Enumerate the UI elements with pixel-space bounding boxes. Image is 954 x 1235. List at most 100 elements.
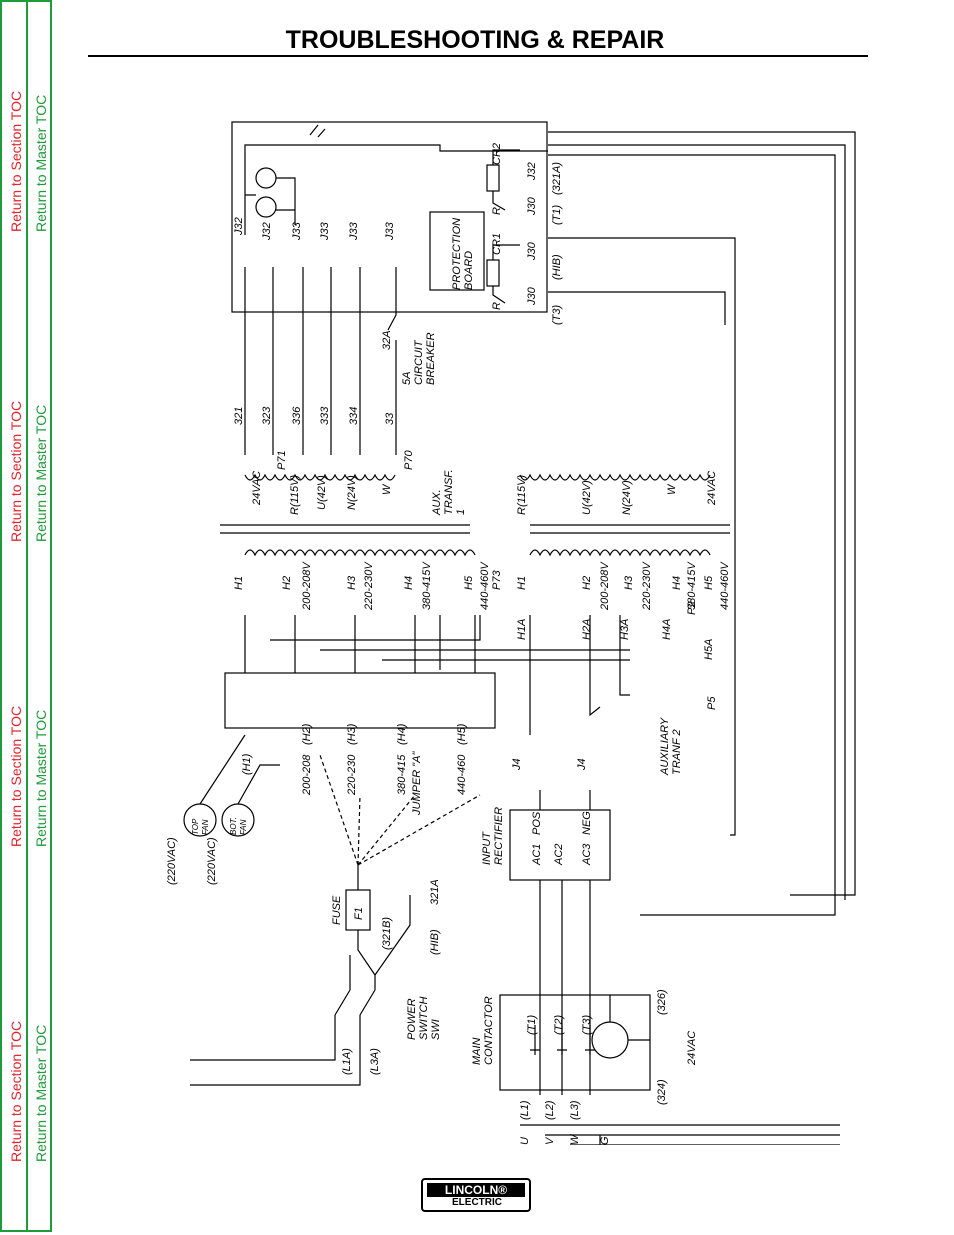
line-l1: (L1) [519, 1100, 531, 1120]
rectifier-ac3: AC3 [581, 843, 593, 866]
power-switch-label-2: SWITCH [418, 997, 430, 1040]
tap-h1: (H1) [241, 753, 253, 775]
aux2-v440: 440-460V [719, 561, 731, 610]
tap-h3: (H3) [346, 723, 358, 745]
wire-right-1 [548, 131, 856, 896]
top-fan-label-2: FAN [201, 819, 210, 835]
return-master-toc-link-3[interactable]: Return to Master TOC [33, 709, 49, 847]
contactor-label-2: CONTACTOR [483, 996, 495, 1065]
pin-j33-4: J33 [348, 221, 360, 241]
wire-326: (326) [656, 989, 668, 1015]
plug-p70: P70 [403, 450, 415, 470]
return-section-toc-link-2[interactable]: Return to Section TOC [8, 400, 24, 542]
rectifier-ac1: AC1 [531, 844, 543, 866]
aux1-label: AUX. [431, 489, 443, 516]
pin-j4-b: J4 [576, 758, 588, 771]
fuse-label: FUSE [331, 895, 343, 925]
bottom-fan-voltage: (220VAC) [206, 837, 218, 885]
wire-t3-label: (T3) [551, 305, 563, 326]
pin-j32-c: J32 [526, 162, 538, 181]
aux2-label: AUXILIARY [659, 717, 671, 776]
logo-bottom-text: ELECTRIC [452, 1197, 502, 1208]
line-v: V [544, 1136, 556, 1145]
aux2-n24: N(24V) [621, 480, 633, 515]
top-fan [183, 803, 217, 837]
contactor-t1: (T1) [526, 1015, 538, 1036]
aux1-label-3: 1 [455, 509, 467, 515]
bottom-fan-label: BOT. [229, 817, 238, 835]
aux2-h4a: H4A [661, 619, 673, 640]
wire-t1-label: (T1) [551, 205, 563, 226]
relay-r2-label: R [491, 207, 503, 215]
breaker-wire-label: 32A [381, 330, 393, 350]
aux2-r115: R(115V) [516, 475, 528, 515]
relay-cr2 [486, 164, 500, 192]
pin-j30-b: J30 [526, 241, 538, 261]
aux1-24vac: 24VAC [251, 471, 263, 506]
aux2-v220: 220-230V [641, 561, 653, 611]
contactor-24vac: 24VAC [686, 1031, 698, 1066]
breaker-label: 5A [401, 372, 413, 385]
aux2-h5a: H5A [703, 639, 715, 660]
wire-hib: (HIB) [429, 929, 441, 955]
return-section-toc-link-1[interactable]: Return to Section TOC [8, 90, 24, 232]
tap-h2: (H2) [301, 723, 313, 745]
wire-hib-label: (HIB) [551, 254, 563, 280]
aux2-u42: U(42V) [581, 480, 593, 515]
aux1-r115: R(115V) [289, 475, 301, 515]
aux1-h3: H3 [346, 575, 358, 590]
aux2-h4: H4 [671, 576, 683, 590]
pin-j33-6: J33 [291, 221, 303, 241]
line-g: G [599, 1136, 611, 1145]
return-master-toc-link-4[interactable]: Return to Master TOC [33, 1024, 49, 1162]
aux2-h3: H3 [623, 575, 635, 590]
protection-board-box [429, 211, 485, 291]
wire-334: 334 [348, 407, 360, 425]
wire-321b: (321B) [381, 917, 393, 950]
aux1-u42: U(42V) [316, 475, 328, 510]
line-u: U [519, 1137, 531, 1145]
aux1-h5: H5 [463, 575, 475, 590]
wiring-diagram: PROTECTION BOARD J32 J32 J33 J33 J33 J33… [150, 95, 860, 1166]
return-master-toc-link-2[interactable]: Return to Master TOC [33, 404, 49, 542]
rectifier-label-2: RECTIFIER [493, 807, 505, 865]
page-title: TROUBLESHOOTING & REPAIR [285, 26, 665, 54]
aux2-h2a: H2A [581, 619, 593, 640]
power-switch-label-3: SWI [430, 1019, 442, 1040]
pin-j30-a: J30 [526, 286, 538, 306]
return-section-toc-link-4[interactable]: Return to Section TOC [8, 1020, 24, 1162]
pin-j32-3: J32 [261, 222, 273, 241]
main-contactor [499, 994, 651, 1091]
plug-p5: P5 [706, 696, 718, 710]
aux1-v440: 440-460V [479, 561, 491, 610]
aux1-n24: N(24V) [346, 475, 358, 510]
plug-p71: P71 [276, 450, 288, 470]
tap-board [224, 672, 496, 729]
aux1-label-2: TRANSF. [443, 469, 455, 515]
pin-j30-c: J30 [526, 196, 538, 216]
bottom-fan [221, 803, 255, 837]
fuse-name: F1 [353, 907, 365, 920]
lincoln-electric-logo: LINCOLN® ELECTRIC [421, 1178, 531, 1212]
line-l2: (L2) [544, 1100, 556, 1120]
wire-321a: 321A [429, 879, 441, 905]
rectifier-neg: NEG [581, 811, 593, 835]
wire-336: 336 [291, 406, 303, 425]
aux-transformer-2-core [530, 524, 730, 534]
tap-380: 380-415 [396, 754, 408, 795]
contactor-t3: (T3) [581, 1015, 593, 1036]
protection-board-outline [231, 121, 548, 313]
toc-divider [26, 2, 28, 1230]
return-master-toc-link-1[interactable]: Return to Master TOC [33, 94, 49, 232]
aux1-v380: 380-415V [421, 561, 433, 610]
input-rectifier [509, 809, 611, 881]
pin-j4-a: J4 [511, 758, 523, 771]
contactor-label: MAIN [471, 1037, 483, 1065]
aux2-label-2: TRANF 2 [671, 729, 683, 775]
plug-p73: P73 [491, 570, 503, 590]
pin-j32-1: J32 [233, 217, 245, 236]
return-section-toc-link-3[interactable]: Return to Section TOC [8, 705, 24, 847]
logo-top-text: LINCOLN® [427, 1183, 525, 1197]
line-l3: (L3) [569, 1100, 581, 1120]
aux2-h5: H5 [703, 575, 715, 590]
